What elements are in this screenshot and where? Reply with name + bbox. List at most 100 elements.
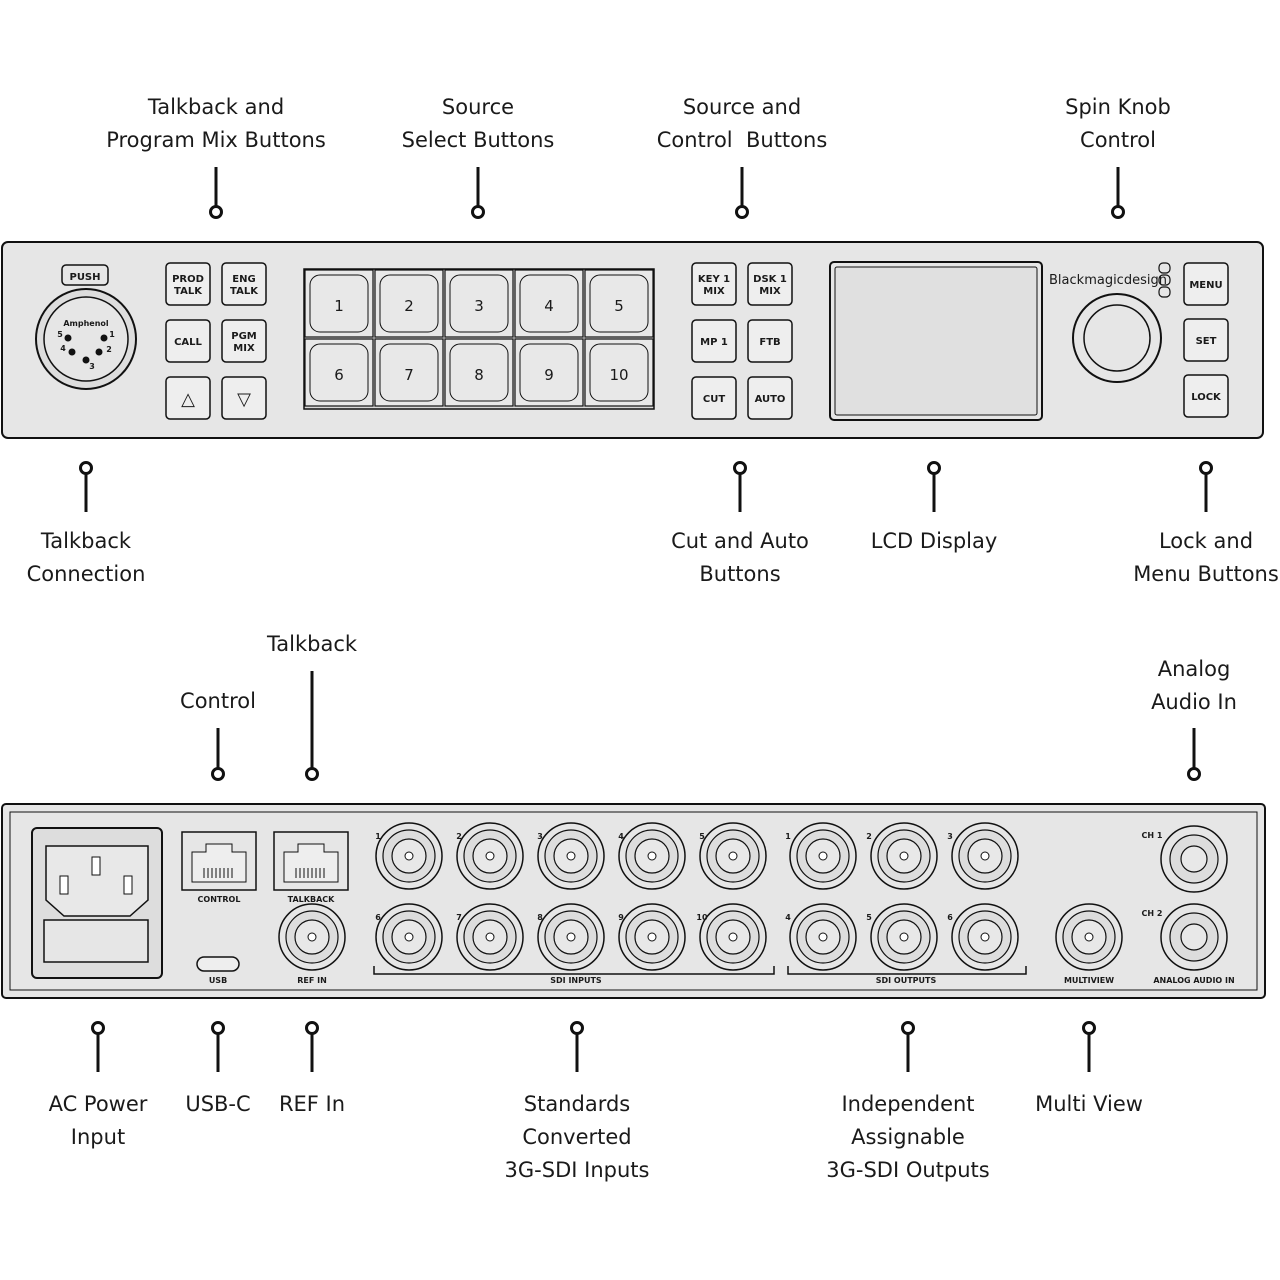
sdi-input-number: 7	[456, 913, 462, 922]
talkback-button	[165, 376, 211, 420]
talkback-button	[221, 262, 267, 306]
callout-usb-c: USB-C	[185, 1092, 251, 1116]
control-button-label: MP 1	[700, 337, 728, 348]
leader-line	[216, 1032, 220, 1072]
control-button	[747, 262, 793, 306]
control-button-label: AUTO	[755, 394, 786, 405]
menu-button-label: MENU	[1189, 280, 1222, 291]
brand-logo-square	[1158, 274, 1171, 286]
spin-knob-inner	[1083, 304, 1151, 372]
sdi-output-number: 4	[785, 913, 791, 922]
source-button-face	[379, 343, 439, 402]
callout-talkback-program-mix: Talkback and Program Mix Buttons	[106, 95, 326, 152]
sdi-input-connector-pin	[566, 932, 576, 942]
ref-in-label: REF IN	[297, 976, 327, 985]
leader-dot	[91, 1021, 105, 1035]
ac-socket	[45, 845, 149, 917]
talkback-button-label: ▽	[237, 389, 251, 410]
source-button-label: 4	[544, 297, 554, 315]
sdi-input-number: 2	[456, 832, 462, 841]
xlr-pin-number: 3	[89, 362, 95, 371]
sdi-input-number: 1	[375, 832, 381, 841]
menu-button-label: SET	[1196, 336, 1217, 347]
sdi-input-connector-pin	[728, 932, 738, 942]
leader-line	[1087, 1032, 1091, 1072]
leader-line	[216, 728, 220, 770]
ac-pin	[123, 875, 133, 895]
sdi-output-number: 6	[947, 913, 953, 922]
menu-button-label: LOCK	[1191, 392, 1222, 403]
sdi-output-connector-pin	[899, 932, 909, 942]
callout-lcd-display: LCD Display	[870, 529, 998, 553]
xlr-pin-number: 5	[57, 330, 63, 339]
sdi-inputs-bracket	[373, 966, 775, 975]
leader-dot	[733, 461, 747, 475]
leader-dot	[211, 1021, 225, 1035]
lcd-screen	[834, 266, 1038, 416]
sdi-input-number: 4	[618, 832, 624, 841]
source-button-label: 9	[544, 366, 554, 384]
leader-dot	[735, 205, 749, 219]
source-button-face	[449, 343, 509, 402]
analog-audio-jack-hole	[1180, 923, 1208, 951]
analog-audio-label: ANALOG AUDIO IN	[1153, 976, 1234, 985]
control-button	[691, 319, 737, 363]
menu-button	[1183, 262, 1229, 306]
sdi-input-connector-pin	[647, 851, 657, 861]
xlr-pin-number: 1	[109, 330, 115, 339]
callout-ref-in: REF In	[278, 1092, 346, 1116]
brand-logo-square	[1158, 286, 1171, 298]
sdi-output-number: 3	[947, 832, 953, 841]
usb-label: USB	[209, 976, 227, 985]
leader-line	[310, 1032, 314, 1072]
analog-audio-jack-hole	[1180, 845, 1208, 873]
source-button-label: 2	[404, 297, 414, 315]
leader-line	[96, 1032, 100, 1072]
talkback-button	[221, 319, 267, 363]
sdi-input-connector-pin	[404, 932, 414, 942]
sdi-input-connector-pin	[485, 932, 495, 942]
sdi-input-number: 9	[618, 913, 624, 922]
source-button-face	[309, 343, 369, 402]
callout-sdi-outputs: Independent Assignable 3G-SDI Outputs	[826, 1092, 990, 1182]
ac-switch	[43, 919, 149, 963]
amphenol-label: Amphenol	[63, 319, 109, 328]
talkback-button-label: △	[181, 389, 195, 410]
control-button	[691, 262, 737, 306]
callout-talkback-connection: Talkback Connection	[26, 529, 146, 586]
leader-line	[84, 472, 88, 512]
leader-dot	[305, 767, 319, 781]
leader-line	[310, 671, 314, 770]
sdi-output-connector-pin	[980, 851, 990, 861]
ref-in-connector-pin	[307, 932, 317, 942]
leader-line	[1204, 472, 1208, 512]
sdi-input-number: 10	[696, 913, 708, 922]
sdi-input-number: 6	[375, 913, 381, 922]
sdi-input-connector-pin	[647, 932, 657, 942]
talkback-port-label: TALKBACK	[288, 895, 335, 904]
callout-control-rear: Control	[180, 689, 256, 713]
callout-source-select: Source Select Buttons	[401, 95, 555, 152]
callout-spin-knob: Spin Knob Control	[1065, 95, 1171, 152]
talkback-button	[165, 319, 211, 363]
source-button-label: 5	[614, 297, 624, 315]
xlr-pin-number: 2	[106, 345, 112, 354]
source-button-label: 3	[474, 297, 484, 315]
xlr-pin	[68, 348, 76, 356]
sdi-input-number: 5	[699, 832, 705, 841]
sdi-input-number: 3	[537, 832, 543, 841]
sdi-input-connector-pin	[485, 851, 495, 861]
leader-line	[214, 167, 218, 208]
sdi-output-number: 1	[785, 832, 791, 841]
leader-dot	[1187, 767, 1201, 781]
leader-line	[1192, 728, 1196, 770]
push-label: PUSH	[69, 272, 100, 283]
sdi-output-number: 2	[866, 832, 872, 841]
leader-line	[476, 167, 480, 208]
sdi-output-connector-pin	[980, 932, 990, 942]
